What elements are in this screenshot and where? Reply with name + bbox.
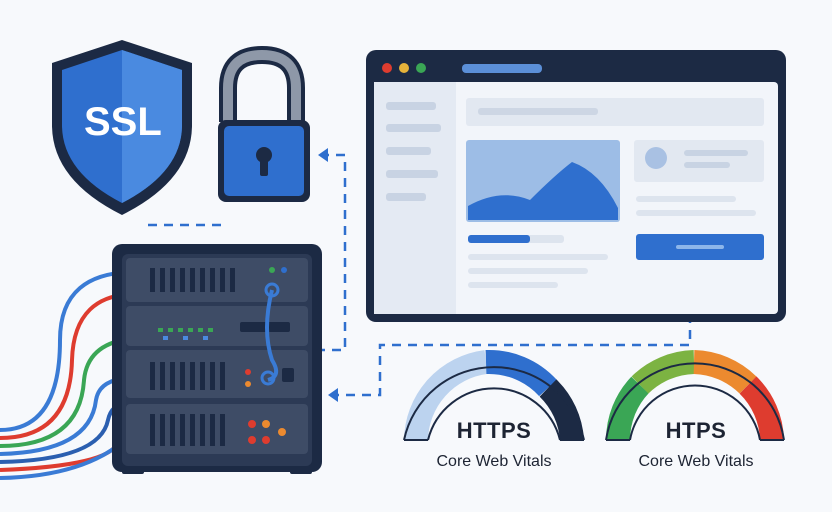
window-close-dot: [382, 63, 392, 73]
server-to-lock-line: [300, 153, 347, 352]
gauge-1-subtitle: Core Web Vitals: [436, 453, 552, 470]
server-rack-icon: [112, 244, 322, 474]
arrow-left-icon: [318, 148, 328, 162]
gauge-2-title: HTPS: [665, 418, 727, 443]
keyhole-icon: [256, 147, 272, 163]
shield-ssl-text: SSL: [84, 100, 162, 144]
arrow-left-icon: [328, 388, 338, 402]
gauge-https-color: [606, 350, 784, 441]
address-bar: [462, 64, 542, 73]
padlock-icon: [218, 45, 310, 202]
progress-fill: [468, 235, 530, 243]
browser-window-icon: [366, 50, 786, 322]
avatar: [645, 147, 667, 169]
gauge-https-blue-outline: [403, 366, 585, 441]
connector-lines: [148, 153, 692, 397]
window-minimize-dot: [399, 63, 409, 73]
gauge-1-title: HTTPS: [456, 418, 532, 443]
window-maximize-dot: [416, 63, 426, 73]
network-cables: [0, 269, 142, 480]
browser-to-server-line: [330, 315, 692, 397]
server-unit: [126, 306, 308, 346]
shield-icon: [52, 40, 192, 215]
gauge-2-subtitle: Core Web Vitals: [638, 453, 754, 470]
gauge-https-color-outline: [605, 362, 785, 441]
